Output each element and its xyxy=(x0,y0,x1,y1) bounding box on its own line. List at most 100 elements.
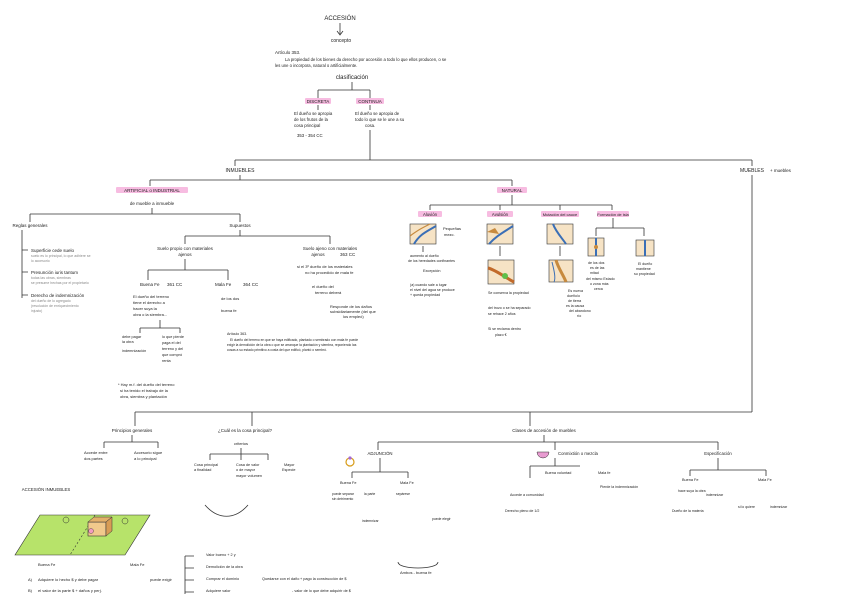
isla-desc-3: mitad xyxy=(590,271,599,275)
ring-icon xyxy=(345,456,355,467)
article-text-line2: les une o incorpora, natural o artificia… xyxy=(275,63,357,68)
cauce-desc-3: de tierra xyxy=(568,299,581,303)
bottom-b-text: el valor de la parte $ + daños y perj. xyxy=(38,588,102,593)
natural-item-cauce: Mutación del cauce xyxy=(543,212,578,217)
regla-1-sub-1: suelo es lo principal, lo que adhiere se xyxy=(31,254,91,258)
ajeno-desc-5: Responde de los daños xyxy=(330,304,372,309)
criterio-2b: o de mayor xyxy=(236,468,256,472)
dueno-3: indemnización xyxy=(122,349,146,353)
isla-desc-5: o zona más xyxy=(590,282,609,286)
bf-desc-2: tiene el derecho a xyxy=(133,300,166,305)
highlight xyxy=(487,211,513,217)
avulsion-desc-2: del trozo o se ha separado xyxy=(488,306,531,310)
connector xyxy=(317,82,371,98)
bf-desc-4: obra o la siembra... xyxy=(133,312,167,317)
dueno-8: renta xyxy=(162,359,172,363)
discreta-desc-1: El dueño se apropia xyxy=(294,111,333,116)
isla-sketch-left xyxy=(587,237,605,257)
article-text-line1: La propiedad de los bienes da derecho po… xyxy=(285,57,447,62)
regla-2: Presunción iuris tantum xyxy=(31,270,78,275)
supuestos: Supuestos xyxy=(229,223,251,228)
discreta-desc-2: de los frutos de la xyxy=(294,117,329,122)
avulsion-desc-4: Si se reclama dentro xyxy=(488,327,521,331)
buena-fe: Buena Fe xyxy=(140,282,160,287)
bottom-right-1: + pago la construcción de $ xyxy=(300,577,347,581)
mezcla-1: Buena voluntad xyxy=(545,471,571,475)
isla-desc-4: del mismo Estado xyxy=(586,277,615,281)
criterio-2c: mayor volumen xyxy=(236,474,262,478)
discreta-ref: 353 - 354 CC xyxy=(297,133,323,138)
mala-fe-note-1: * Hay m.f. del dueño del terreno xyxy=(118,382,175,387)
cosa-principal-label: ¿Cuál es la cosa principal? xyxy=(218,428,273,433)
bottom-mid-6: puede exigir xyxy=(150,577,172,582)
connector xyxy=(147,259,229,280)
cauce-sketch-bottom xyxy=(548,259,574,283)
bottom-a-marker: A) xyxy=(28,577,33,582)
aluvion-desc-6: + queda propiedad xyxy=(410,293,440,297)
ajeno-desc-7: los empleó) xyxy=(343,314,364,319)
avulsion-desc-3: se rehace 2 años xyxy=(488,312,516,316)
mezcla-4: Mala fe xyxy=(598,471,610,475)
esp-4: indemnizar xyxy=(706,493,724,497)
muebles-note: + muebles xyxy=(770,168,792,173)
reglas-generales: Reglas generales xyxy=(12,223,48,228)
aluvion-note-1: Pequeñas xyxy=(443,226,461,231)
artificial-sub: de mueble a inmueble xyxy=(130,201,175,206)
isla-sketch-right xyxy=(635,239,655,257)
isla-right-3: su propiedad xyxy=(634,272,655,276)
dueno-4: lo que pierde xyxy=(162,335,184,339)
isla-desc-2: es de las xyxy=(590,266,605,270)
connector xyxy=(529,458,580,478)
mala-fe-note-2: si ha tenido el trabajo de la xyxy=(120,388,169,393)
bottom-a-text: Adquiere lo hecho $ y debe pagar xyxy=(38,577,99,582)
regla-3-sub-3: injusto) xyxy=(31,309,42,313)
avulsion-desc-5: plazo € xyxy=(495,333,507,337)
bottom-right-2: - valor de lo que debe adquirir de $ xyxy=(292,589,352,593)
criterio-1b: a finalidad xyxy=(194,468,211,472)
ajeno-desc-2: no ha procedido de mala fe xyxy=(305,270,354,275)
cauce-desc-1: Es nueva xyxy=(568,289,583,293)
adjuncion-label: ADJUNCIÓN xyxy=(367,451,392,456)
title: ACCESIÓN xyxy=(324,15,355,22)
bottom-mf: Mala Fe xyxy=(130,562,145,567)
dueno-2: la obra xyxy=(122,340,134,344)
cauce-desc-5: del abandono xyxy=(569,309,591,313)
land-plot-illustration xyxy=(14,514,151,556)
highlight xyxy=(597,211,629,217)
ajeno-desc-3: el dueño del xyxy=(312,284,334,289)
bf-desc-1: El dueño del terreno xyxy=(133,294,170,299)
mala-fe: Mala Fe xyxy=(215,282,232,287)
continua-desc-1: El dueño se apropia de xyxy=(355,111,400,116)
artificial-label: ARTIFICIAL o INDUSTRIAL xyxy=(124,188,180,193)
esp-1: Buena Fe xyxy=(682,478,698,482)
adj-2: sin detrimento xyxy=(332,497,353,501)
adj-1: puede separar xyxy=(332,492,355,496)
isla-desc-6: cerca xyxy=(594,287,603,291)
art-363-line2: exigir la demolición de la obra o que se… xyxy=(227,343,357,347)
ajeno-desc-4: terreno deberá xyxy=(315,290,342,295)
continua-label: CONTINUA xyxy=(358,99,382,104)
especificacion-label: Especificación xyxy=(704,451,732,456)
art-363-line3: cosas a su estado primitivo a costa del … xyxy=(227,348,327,352)
dueno-5: paga el del xyxy=(162,341,181,345)
suelo-ajeno-ref: 363 CC xyxy=(340,252,356,257)
adj-5: sepárese xyxy=(396,492,410,496)
discreta-desc-3: cosa principal xyxy=(294,123,320,128)
highlight xyxy=(356,98,384,104)
bottom-mid-1: Valor bueno + 2 y xyxy=(206,553,236,557)
highlight xyxy=(541,211,579,217)
natural-label: NATURAL xyxy=(502,188,523,193)
clases-label: Clases de accesión de muebles xyxy=(512,428,576,433)
continua-desc-2: todo lo que se le une a su xyxy=(355,117,405,122)
mf-desc-1: de los dos xyxy=(221,296,239,301)
connector xyxy=(429,195,613,210)
principio-2a: Accede entre xyxy=(84,450,108,455)
criterio-3: Mayor xyxy=(284,463,295,467)
connector xyxy=(29,208,241,222)
connector xyxy=(351,458,409,478)
classification-title: clasificación xyxy=(336,75,368,81)
bottom-bf: Buena Fe xyxy=(38,562,56,567)
continua-desc-3: cosa. xyxy=(365,123,375,128)
connector xyxy=(234,160,753,166)
criterio-1: Cosa principal xyxy=(194,463,218,467)
